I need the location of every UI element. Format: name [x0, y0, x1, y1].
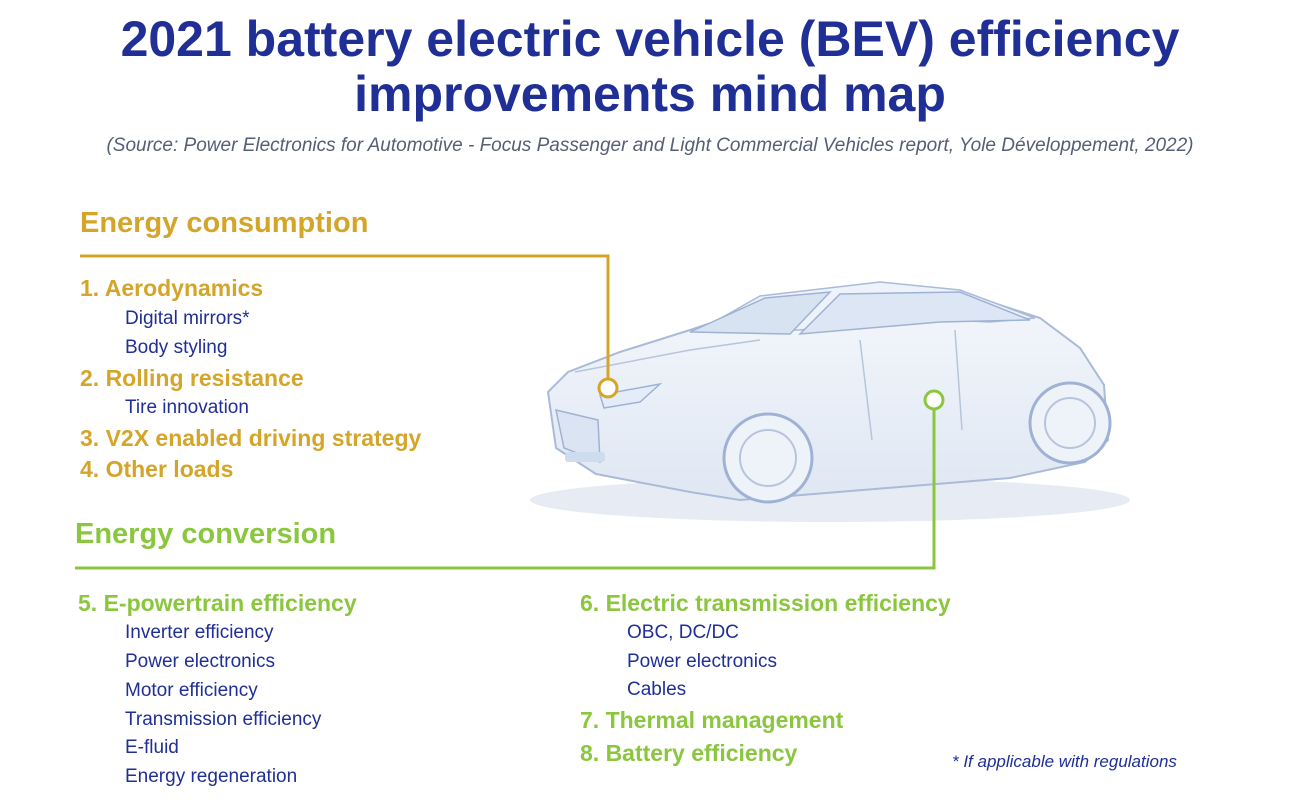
car-hood-line	[574, 339, 761, 373]
title-line-1: 2021 battery electric vehicle (BEV) effi…	[120, 11, 1180, 67]
consumption-node	[597, 377, 619, 399]
item-battery-efficiency: 8. Battery efficiency	[580, 740, 798, 766]
energy-consumption-heading: Energy consumption	[80, 207, 369, 239]
conversion-connector	[75, 410, 936, 570]
car-fog-light	[565, 452, 605, 462]
item-e-powertrain-efficiency: 5. E-powertrain efficiency	[78, 590, 357, 616]
item-electric-transmission-efficiency: 6. Electric transmission efficiency	[580, 590, 951, 616]
rear-wheel	[1028, 381, 1112, 465]
item-v2x-driving-strategy: 3. V2X enabled driving strategy	[80, 425, 422, 451]
car-body	[546, 288, 1110, 502]
sub-motor-efficiency: Motor efficiency	[125, 680, 258, 701]
car-door-line	[859, 329, 963, 441]
sub-tire-innovation: Tire innovation	[125, 397, 249, 418]
energy-conversion-heading: Energy conversion	[75, 518, 337, 550]
source-note: (Source: Power Electronics for Automotiv…	[106, 135, 1194, 156]
item-other-loads: 4. Other loads	[80, 456, 234, 482]
car-headlight	[599, 382, 663, 409]
item-aerodynamics: 1. Aerodynamics	[80, 275, 264, 301]
sub-digital-mirrors: Digital mirrors*	[125, 308, 250, 329]
sub-inverter-efficiency: Inverter efficiency	[125, 622, 274, 643]
footnote: * If applicable with regulations	[952, 752, 1177, 771]
sub-obc-dcdc: OBC, DC/DC	[627, 622, 739, 643]
car-side-window	[798, 291, 1031, 335]
title-line-2: improvements mind map	[354, 66, 946, 122]
diagram-title: 2021 battery electric vehicle (BEV) effi…	[0, 12, 1300, 122]
item-rolling-resistance: 2. Rolling resistance	[80, 365, 304, 391]
sub-transmission-efficiency: Transmission efficiency	[125, 709, 322, 730]
consumption-connector	[80, 254, 610, 378]
sub-power-electronics-2: Power electronics	[627, 651, 777, 672]
item-thermal-management: 7. Thermal management	[580, 707, 844, 733]
sub-e-fluid: E-fluid	[125, 737, 179, 758]
sub-cables: Cables	[627, 679, 687, 700]
conversion-node	[923, 389, 945, 411]
car-windshield	[689, 291, 832, 335]
sub-power-electronics: Power electronics	[125, 651, 275, 672]
sub-energy-regeneration: Energy regeneration	[125, 766, 298, 787]
front-wheel	[722, 412, 814, 504]
sub-body-styling: Body styling	[125, 337, 228, 358]
